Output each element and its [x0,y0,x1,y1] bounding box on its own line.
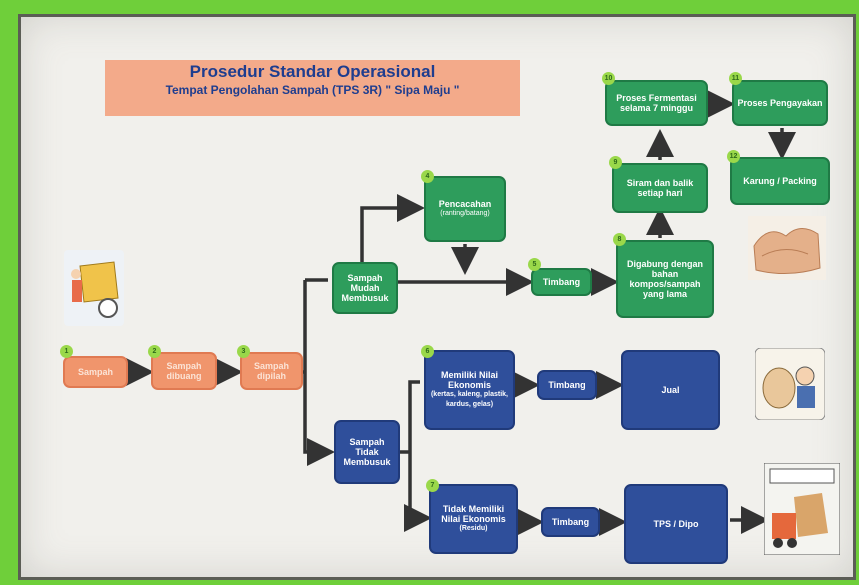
step-tps: TPS / Dipo [624,484,728,564]
dump-truck-icon [764,463,840,555]
step-number-3: 3 [237,345,250,358]
step-dibuang: Sampah dibuang [151,352,217,390]
step-timbang-1: Timbang [531,268,592,296]
pencacahan-detail: (ranting/batang) [440,210,490,217]
step-mudah-membusuk: Sampah Mudah Membusuk [332,262,398,314]
step-number-11: 11 [729,72,742,85]
step-digabung: Digabung dengan bahan kompos/sampah yang… [616,240,714,318]
step-number-9: 9 [609,156,622,169]
step-karung: Karung / Packing [730,157,830,205]
step-number-1: 1 [60,345,73,358]
bernilai-detail: (kertas, kaleng, plastik, kardus, gelas) [430,391,509,408]
step-timbang-3: Timbang [541,507,600,537]
step-number-8: 8 [613,233,626,246]
page-subtitle: Tempat Pengolahan Sampah (TPS 3R) " Sipa… [165,83,460,97]
step-timbang-2: Timbang [537,370,597,400]
step-number-6: 6 [421,345,434,358]
arrow-tidak-split [400,380,425,518]
tidak-bernilai-label: Tidak Memiliki Nilai Ekonomis [441,504,506,524]
step-number-7: 7 [426,479,439,492]
garbage-cart-icon [64,250,124,326]
step-pengayakan: Proses Pengayakan [732,80,828,126]
pencacahan-label: Pencacahan [438,199,492,209]
step-jual: Jual [621,350,720,430]
arrow-to-pencacahan [360,194,425,262]
page-title: Prosedur Standar Operasional [189,62,436,81]
step-tidak-bernilai: Tidak Memiliki Nilai Ekonomis (Residu) [429,484,518,554]
step-number-4: 4 [421,170,434,183]
arrow-split [303,278,328,452]
step-pencacahan: Pencacahan (ranting/batang) [424,176,506,242]
compost-bags-icon [748,216,826,280]
step-tidak-membusuk: Sampah Tidak Membusuk [334,420,400,484]
step-sampah: Sampah [63,356,128,388]
step-siram: Siram dan balik setiap hari [612,163,708,213]
step-dipilah: Sampah dipilah [240,352,303,390]
title-band [105,60,520,116]
recycle-sack-icon [755,348,825,420]
tidak-bernilai-detail: (Residu) [459,525,488,532]
step-number-12: 12 [727,150,740,163]
step-fermentasi: Proses Fermentasi selama 7 minggu [605,80,708,126]
bernilai-label: Memiliki Nilai Ekonomis [440,370,499,390]
step-number-5: 5 [528,258,541,271]
step-number-2: 2 [148,345,161,358]
step-bernilai: Memiliki Nilai Ekonomis (kertas, kaleng,… [424,350,515,430]
step-number-10: 10 [602,72,615,85]
